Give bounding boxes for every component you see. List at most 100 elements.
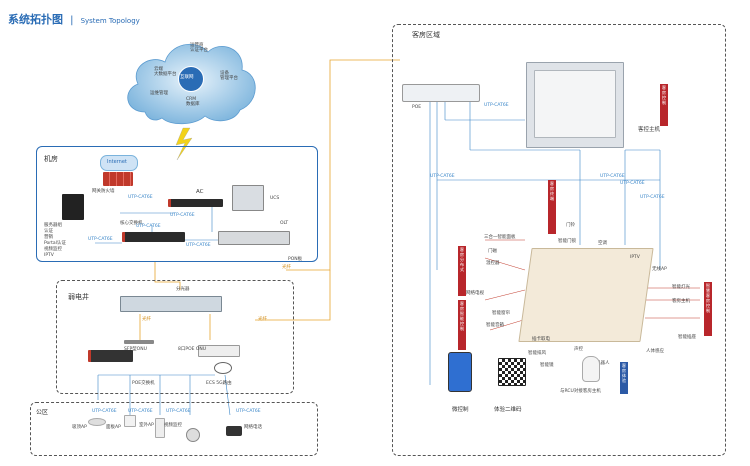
- onu-poe-device: [198, 345, 240, 357]
- room-label-9: 智能音箱: [486, 323, 504, 328]
- core-switch-label: 核心交换机: [120, 221, 143, 226]
- router-label: ECS 5G路由: [206, 381, 232, 386]
- olt-label: OLT: [280, 221, 289, 226]
- room-label-13: 智能插座: [678, 335, 696, 340]
- firewall-icon: [103, 172, 133, 186]
- firewall-label: 网关防火墙: [92, 189, 115, 194]
- server-label-4: 视频监控: [44, 247, 62, 252]
- core-switch-device: [122, 232, 185, 242]
- cloud: 互联网 运营商 认证平台 设备 管理平台 云端 大数据平台 CRM 数据库 运维…: [120, 32, 260, 128]
- public-device-4: 网络电话: [244, 425, 262, 430]
- pon-label: PON板: [288, 257, 303, 262]
- fiber-label-1: 光纤: [142, 317, 151, 322]
- public-device-0: 吸顶AP: [72, 425, 87, 430]
- pa-link-0: UTP-CAT6E: [92, 409, 117, 414]
- olt-device: [218, 231, 290, 245]
- red-tag-left-0: 客房分布式: [458, 246, 466, 296]
- room-label-16: 智能排风: [528, 351, 546, 356]
- room-illustration: [518, 248, 654, 342]
- red-tag-left-1: 客房智能控制: [458, 300, 466, 350]
- cloud-center: [178, 66, 204, 92]
- public-device-1: 面板AP: [106, 425, 121, 430]
- splitter-device: [120, 296, 222, 312]
- room-label-14: 人体感应: [646, 349, 664, 354]
- router-icon: [214, 362, 232, 374]
- er-link-1: UTP-CAT6E: [170, 213, 195, 218]
- camera-icon: [186, 428, 200, 442]
- room-label-18: 智能镜: [540, 363, 554, 368]
- room-label-1: 门铃: [566, 223, 575, 228]
- er-link-2: UTP-CAT6E: [136, 224, 161, 229]
- bottom-label-1: 体验二维码: [494, 407, 522, 413]
- right-link-0: UTP-CAT6E: [620, 181, 645, 186]
- room-label-6: 网络电视: [466, 291, 484, 296]
- title-cn: 系统拓扑图: [8, 13, 63, 26]
- onu-sfp-label: SFP型ONU: [124, 347, 147, 352]
- fiber-label-0: 光纤: [282, 265, 291, 270]
- room-label-20: 与RCU对接客房主机: [560, 389, 601, 394]
- robot-icon: [582, 356, 600, 382]
- room-label-12: 客房主机: [672, 299, 690, 304]
- pa-link-1: UTP-CAT6E: [128, 409, 153, 414]
- room-label-10: IPTV: [630, 255, 640, 260]
- server-label-5: IPTV: [44, 253, 54, 258]
- cloud-node-0: 运营商 认证平台: [190, 43, 208, 53]
- ac-label: AC: [196, 189, 204, 195]
- page-title: 系统拓扑图 | System Topology: [8, 8, 140, 26]
- er-link-3: UTP-CAT6E: [88, 237, 113, 242]
- cloud-node-4: 运维管理: [150, 91, 168, 96]
- right-link-1: UTP-CAT6E: [640, 195, 665, 200]
- left-link-1: UTP-CAT6E: [600, 174, 625, 179]
- room-label-7: 无线AP: [652, 267, 667, 272]
- room-label-3: 空调: [598, 241, 607, 246]
- poe-switch-label: POE交换机: [132, 381, 155, 386]
- room-label-5: 温控器: [486, 261, 500, 266]
- room-label-19: 机器人: [596, 361, 610, 366]
- room-label-0: 三合一智能面板: [484, 235, 516, 240]
- guest-area-region: [392, 24, 726, 456]
- server-label-0: 服务器组: [44, 223, 62, 228]
- qr-code-icon: [498, 358, 526, 386]
- cabinet-inner: [534, 70, 616, 138]
- server-label-3: Portal认证: [44, 241, 66, 246]
- internet-badge: Internet: [100, 155, 138, 171]
- left-link-0: UTP-CAT6E: [430, 174, 455, 179]
- cloud-node-2: 云端 大数据平台: [154, 67, 177, 77]
- title-en: System Topology: [80, 17, 140, 25]
- guest-switch-device: [402, 84, 480, 102]
- blue-tag-0: 客房体验: [620, 362, 628, 394]
- weak-box-title: 弱电井: [68, 293, 89, 301]
- ucs-device: [232, 185, 264, 211]
- server-workstation-icon: [62, 194, 84, 220]
- red-tag-right-1: 客房控制: [660, 84, 668, 126]
- panel-ap-icon: [124, 415, 136, 427]
- er-link-4: UTP-CAT6E: [186, 243, 211, 248]
- internet-badge-label: Internet: [107, 159, 127, 165]
- phone-app-icon: [448, 352, 472, 392]
- cabinet-label: 客控主机: [638, 127, 661, 133]
- engine-room-title: 机房: [44, 155, 58, 163]
- cloud-node-1: 设备 管理平台: [220, 71, 238, 81]
- title-separator: |: [70, 15, 74, 26]
- red-tag-left-2: 客房终端: [548, 180, 556, 234]
- room-label-17: 声控: [574, 347, 583, 352]
- room-label-11: 智能灯光: [672, 285, 690, 290]
- server-label-1: 认证: [44, 229, 53, 234]
- onu-poe-label: 8口POE ONU: [178, 347, 207, 352]
- public-area-title: 公区: [36, 409, 49, 416]
- cloud-node-3: CRM 数据库: [186, 97, 200, 107]
- outdoor-ap-icon: [155, 418, 165, 438]
- cloud-center-label: 互联网: [180, 75, 194, 80]
- phone-icon: [226, 426, 242, 436]
- weak-box-region: [56, 280, 294, 394]
- public-device-3: 视频监控: [164, 423, 182, 428]
- pa-link-2: UTP-CAT6E: [166, 409, 191, 414]
- public-area-region: [30, 402, 318, 456]
- engine-room-region: [36, 146, 318, 262]
- guest-link-top: UTP-CAT6E: [484, 103, 509, 108]
- room-label-4: 门磁: [488, 249, 497, 254]
- room-label-15: 插卡取电: [532, 337, 550, 342]
- fiber-label-2: 光纤: [258, 317, 267, 322]
- server-label-2: 营销: [44, 235, 53, 240]
